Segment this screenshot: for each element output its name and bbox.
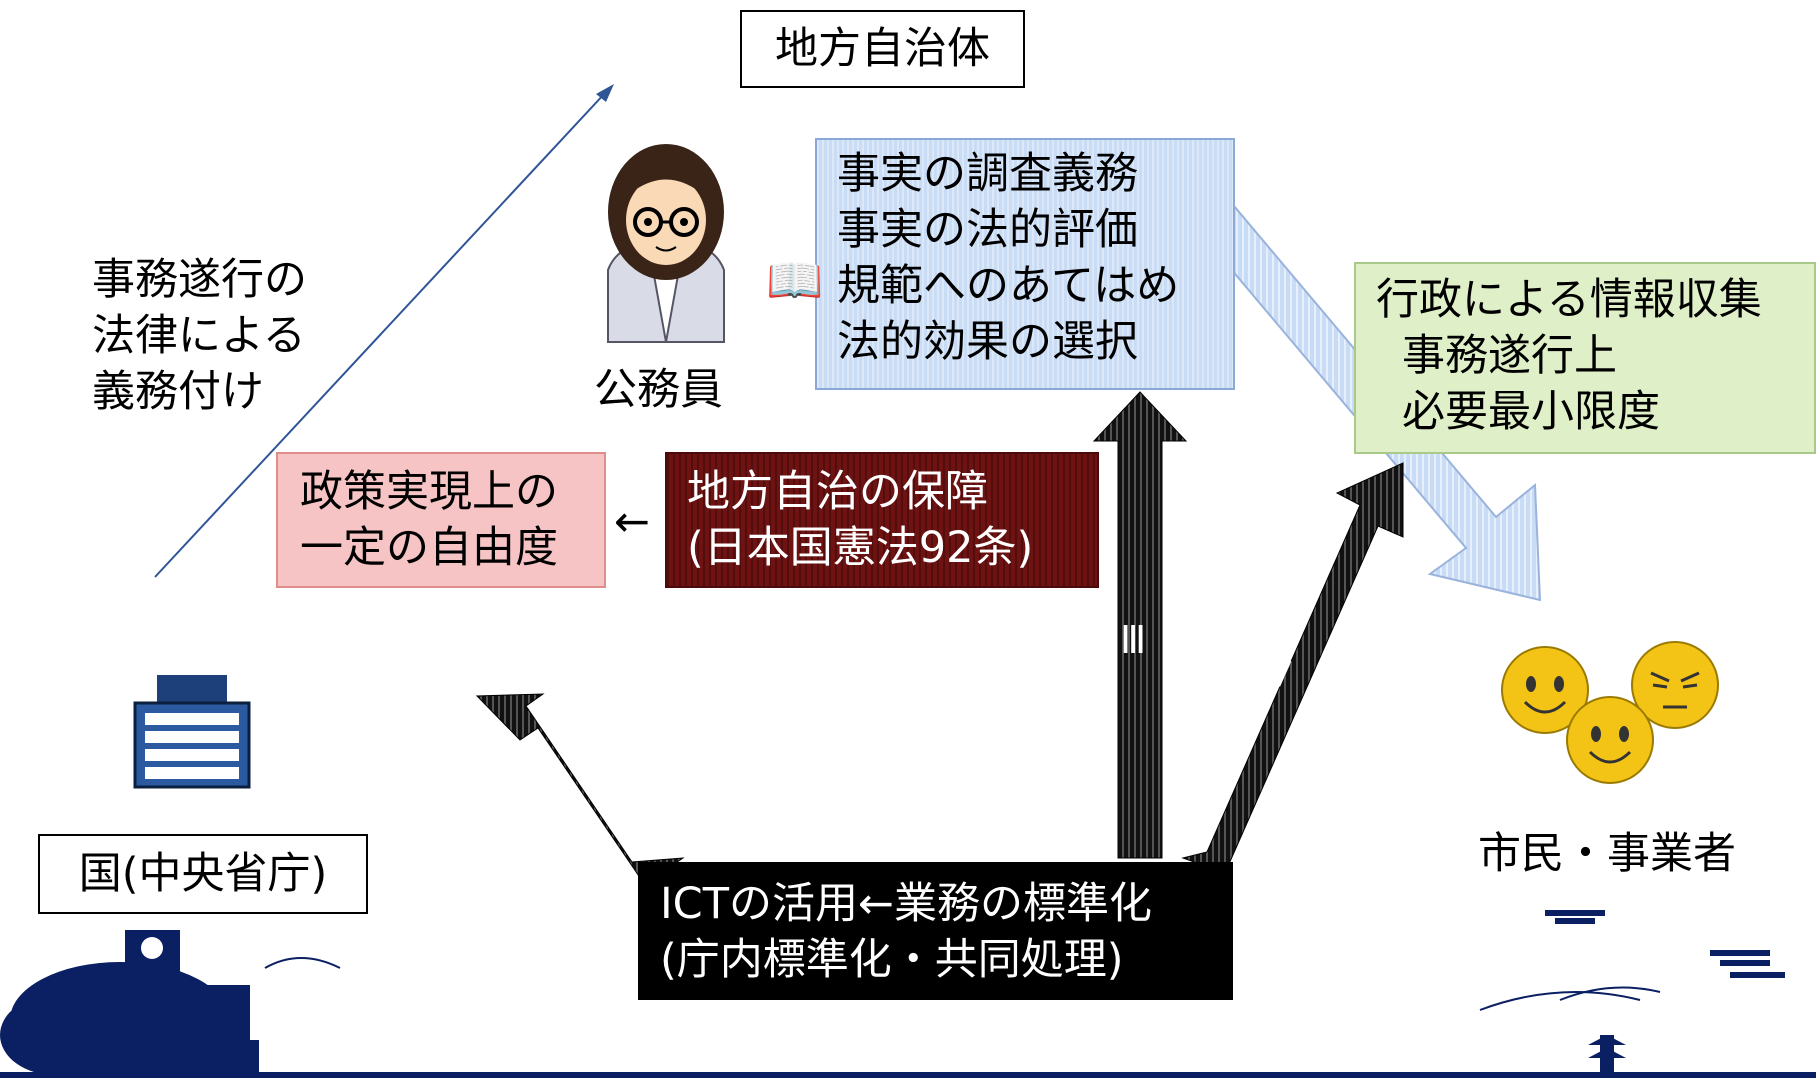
- freedom-line: 一定の自由度: [300, 523, 558, 573]
- university-silhouette: [0, 930, 1816, 1078]
- national-government-label: 国(中央省庁): [38, 834, 368, 914]
- ict-line: ICTの活用←業務の標準化: [660, 879, 1153, 929]
- arrow-one: [1181, 462, 1404, 874]
- ict-standardization-box: ICTの活用←業務の標準化 (庁内標準化・共同処理): [638, 862, 1233, 1000]
- duties-box: 事実の調査義務 事実の法的評価 規範へのあてはめ 法的効果の選択: [815, 138, 1235, 390]
- citizens-label: 市民・事業者: [1478, 829, 1736, 879]
- info-line: 必要最小限度: [1402, 387, 1660, 437]
- official-figure: [607, 144, 725, 343]
- arrow-three-label: Ⅲ: [1120, 618, 1147, 662]
- obligation-diagonal-arrow: [154, 84, 614, 578]
- pagoda-silhouette: [1479, 910, 1785, 1072]
- guarantee-line: (日本国憲法92条): [687, 523, 1034, 573]
- freedom-line: 政策実現上の: [300, 467, 558, 517]
- duty-item: 法的効果の選択: [837, 317, 1138, 367]
- duty-item: 事実の調査義務: [837, 149, 1138, 199]
- local-government-label: 地方自治体: [740, 10, 1025, 88]
- left-arrow: ←: [614, 497, 651, 547]
- obligation-line: 事務遂行の: [92, 255, 307, 305]
- obligation-text: 事務遂行の 法律による 義務付け: [92, 252, 307, 420]
- info-line: 事務遂行上: [1402, 331, 1617, 381]
- official-label: 公務員: [594, 365, 723, 415]
- building-icon: [133, 675, 251, 789]
- info-line: 行政による情報収集: [1376, 275, 1762, 325]
- autonomy-guarantee-box: 地方自治の保障 (日本国憲法92条): [665, 452, 1099, 588]
- arrow-two: [475, 693, 685, 886]
- duty-item: 規範へのあてはめ: [837, 261, 1180, 311]
- information-box: 行政による情報収集 事務遂行上 必要最小限度: [1354, 262, 1816, 454]
- obligation-line: 法律による: [92, 311, 306, 361]
- citizens-faces-icon: [1501, 641, 1719, 784]
- obligation-line: 義務付け: [92, 367, 264, 417]
- book-icon: 📖: [766, 253, 824, 307]
- duty-item: 事実の法的評価: [837, 205, 1138, 255]
- policy-freedom-box: 政策実現上の 一定の自由度: [276, 452, 606, 588]
- ict-line: (庁内標準化・共同処理): [660, 935, 1124, 985]
- arrow-three: [1092, 391, 1188, 859]
- moon-arc-left: [264, 957, 341, 969]
- guarantee-line: 地方自治の保障: [687, 467, 988, 517]
